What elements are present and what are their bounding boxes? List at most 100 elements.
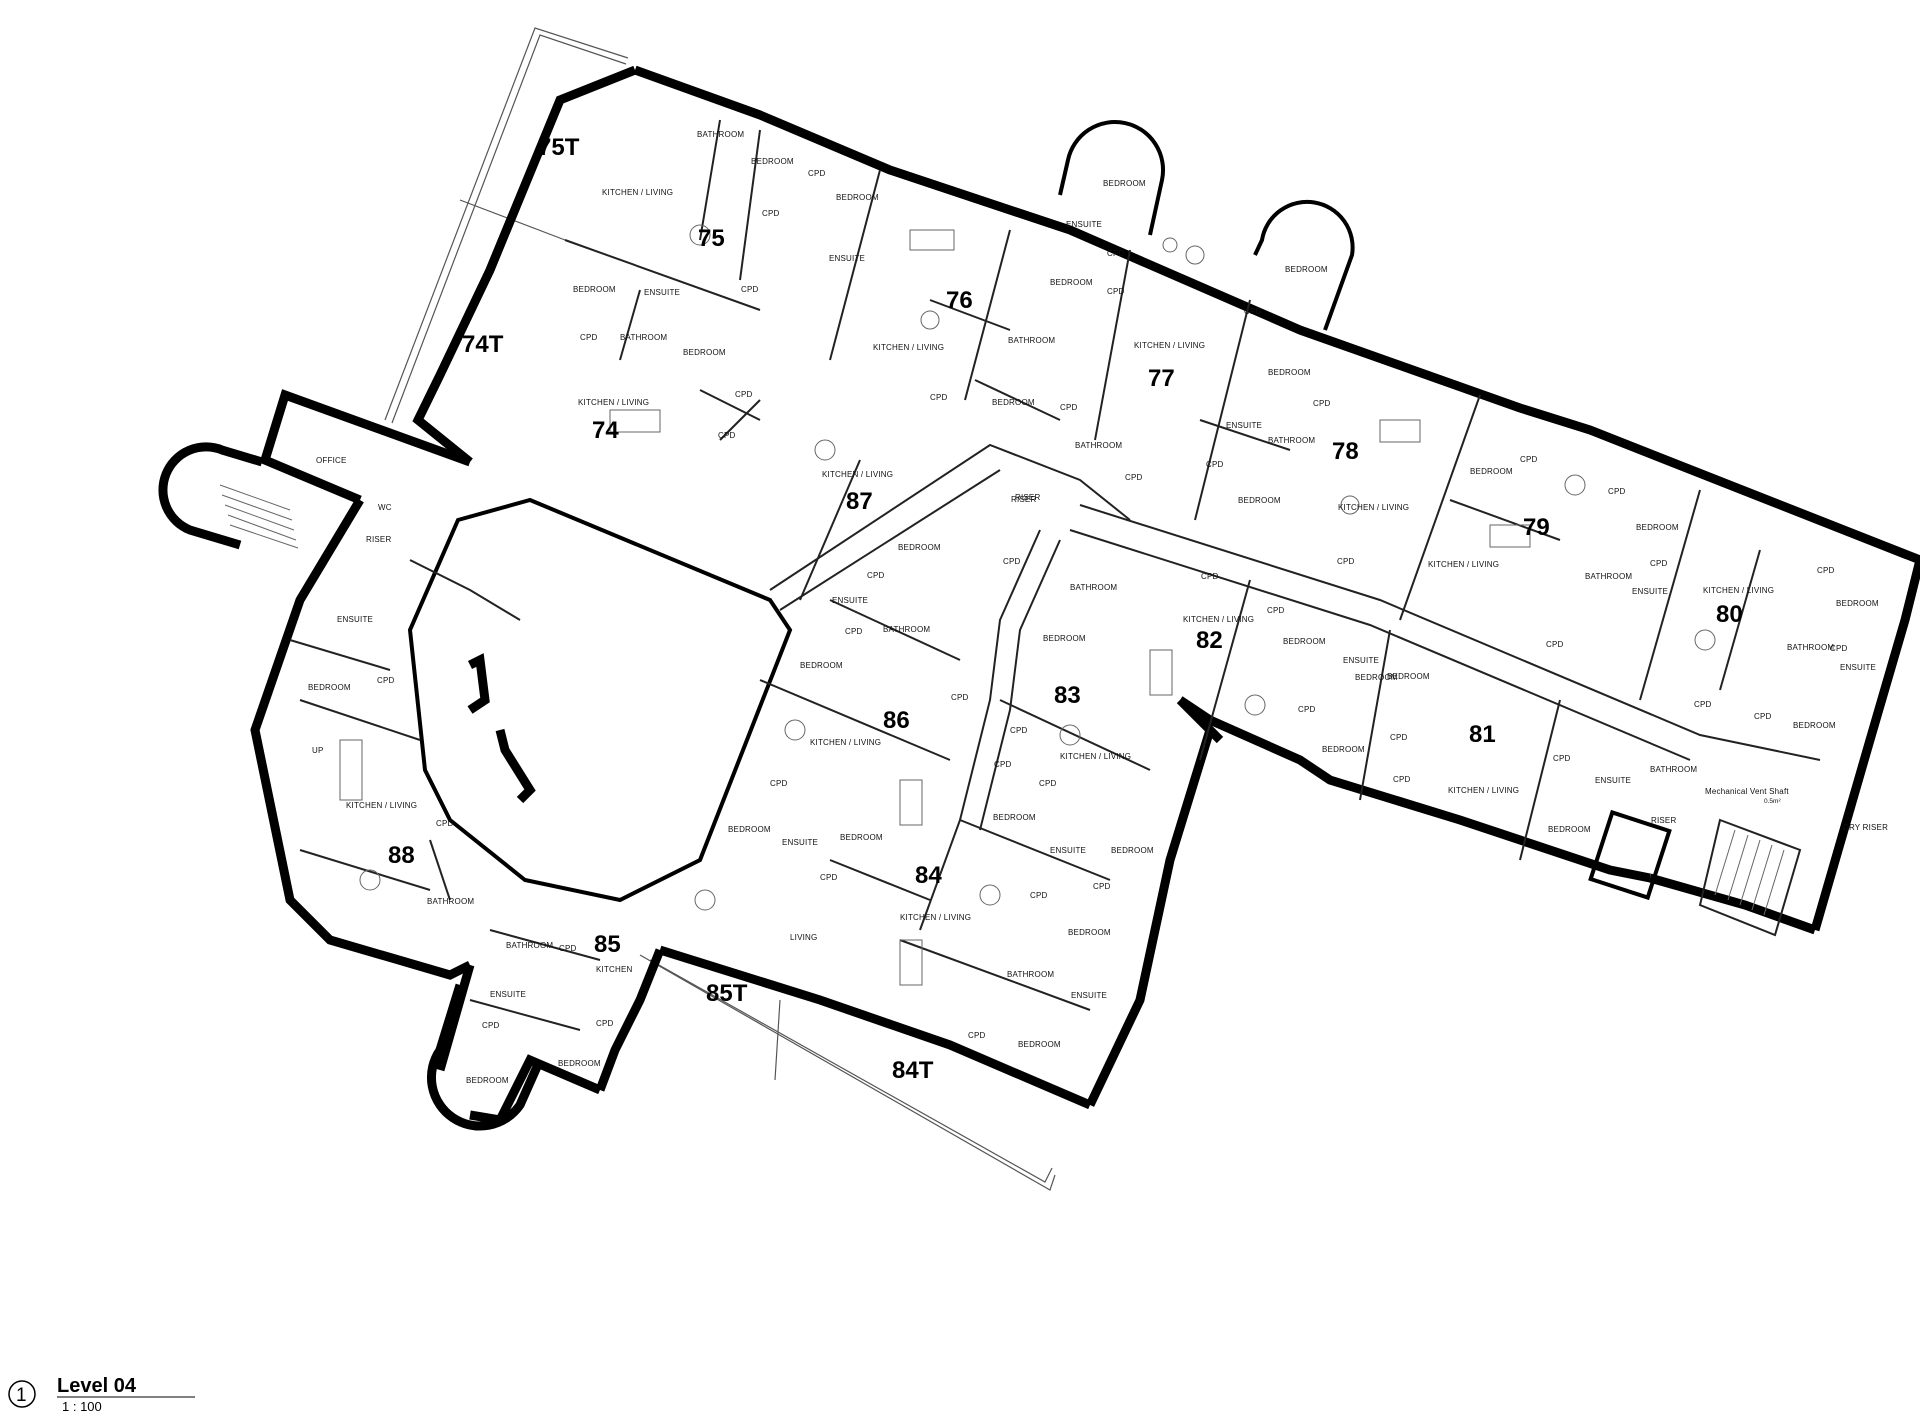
label-cpd: CPD xyxy=(482,1021,500,1030)
room-labels: BATHROOM BEDROOM BEDROOM CPD CPD ENSUITE… xyxy=(308,130,1888,1085)
label-bedroom: BEDROOM xyxy=(1322,745,1365,754)
label-bedroom: BEDROOM xyxy=(1050,278,1093,287)
label-cpd: CPD xyxy=(1267,606,1285,615)
unit-87: 87 xyxy=(846,488,873,515)
label-cpd: CPD xyxy=(596,1019,614,1028)
label-cpd: CPD xyxy=(770,779,788,788)
label-cpd: CPD xyxy=(1393,775,1411,784)
label-bedroom: BEDROOM xyxy=(751,157,794,166)
unit-85-round xyxy=(426,983,545,1131)
unit-80: 80 xyxy=(1716,601,1743,628)
label-cpd: CPD xyxy=(377,676,395,685)
label-cpd: CPD xyxy=(1201,572,1219,581)
label-cpd: CPD xyxy=(994,760,1012,769)
label-ensuite: ENSUITE xyxy=(1632,587,1668,596)
exterior-walls xyxy=(250,65,1920,1125)
label-cpd: CPD xyxy=(1754,712,1772,721)
label-ensuite: ENSUITE xyxy=(490,990,526,999)
unit-86: 86 xyxy=(883,707,910,734)
label-cpd: CPD xyxy=(1694,700,1712,709)
label-cpd: CPD xyxy=(1039,779,1057,788)
label-bedroom: BEDROOM xyxy=(1793,721,1836,730)
label-cpd: CPD xyxy=(580,333,598,342)
label-ensuite: ENSUITE xyxy=(1343,656,1379,665)
unit-74T: 74T xyxy=(462,331,504,358)
label-cpd: CPD xyxy=(1650,559,1668,568)
unit-82: 82 xyxy=(1196,627,1223,654)
label-ensuite: ENSUITE xyxy=(1066,220,1102,229)
label-cpd: CPD xyxy=(1546,640,1564,649)
label-cpd: CPD xyxy=(1093,882,1111,891)
label-ensuite: ENSUITE xyxy=(829,254,865,263)
unit-85T: 85T xyxy=(706,980,748,1007)
view-title: Level 04 xyxy=(57,1375,137,1397)
unit-81: 81 xyxy=(1469,721,1496,748)
label-bedroom: BEDROOM xyxy=(1043,634,1086,643)
unit-74: 74 xyxy=(592,417,619,444)
label-kitchen-living: KITCHEN / LIVING xyxy=(822,470,893,479)
view-number: 1 xyxy=(16,1385,27,1406)
unit-76: 76 xyxy=(946,287,973,314)
view-title-block: 1 Level 04 1 : 100 xyxy=(8,1375,195,1414)
label-bedroom: BEDROOM xyxy=(840,833,883,842)
label-cpd: CPD xyxy=(1206,460,1224,469)
label-cpd: CPD xyxy=(930,393,948,402)
label-cpd: CPD xyxy=(1553,754,1571,763)
label-ensuite: ENSUITE xyxy=(1050,846,1086,855)
label-bedroom: BEDROOM xyxy=(308,683,351,692)
label-bedroom: BEDROOM xyxy=(898,543,941,552)
label-cpd: CPD xyxy=(559,944,577,953)
label-bathroom: BATHROOM xyxy=(620,333,667,342)
label-bathroom: BATHROOM xyxy=(1008,336,1055,345)
label-bathroom: BATHROOM xyxy=(1268,436,1315,445)
unit-79: 79 xyxy=(1523,514,1550,541)
label-cpd: CPD xyxy=(1520,455,1538,464)
label-bathroom: BATHROOM xyxy=(1075,441,1122,450)
label-bedroom: BEDROOM xyxy=(836,193,879,202)
label-ensuite: ENSUITE xyxy=(1840,663,1876,672)
unit-75T: 75T xyxy=(538,134,580,161)
unit-84: 84 xyxy=(915,862,942,889)
label-cpd: CPD xyxy=(1313,399,1331,408)
label-kitchen-living: KITCHEN / LIVING xyxy=(578,398,649,407)
label-cpd: CPD xyxy=(735,390,753,399)
label-kitchen-living: KITCHEN / LIVING xyxy=(900,913,971,922)
label-cpd: CPD xyxy=(741,285,759,294)
label-bathroom: BATHROOM xyxy=(1650,765,1697,774)
label-bedroom: BEDROOM xyxy=(1285,265,1328,274)
west-stair xyxy=(158,442,299,550)
bay-windows xyxy=(1058,119,1355,331)
label-bedroom: BEDROOM xyxy=(1470,467,1513,476)
label-bedroom: BEDROOM xyxy=(1018,1040,1061,1049)
label-ensuite: ENSUITE xyxy=(1071,991,1107,1000)
label-office: OFFICE xyxy=(316,456,347,465)
label-riser: RISER xyxy=(1011,495,1036,504)
label-cpd: CPD xyxy=(1010,726,1028,735)
label-kitchen-living: KITCHEN / LIVING xyxy=(1703,586,1774,595)
label-kitchen-living: KITCHEN / LIVING xyxy=(1183,615,1254,624)
label-cpd: CPD xyxy=(820,873,838,882)
east-stair xyxy=(1588,809,1802,937)
label-cpd: CPD xyxy=(951,693,969,702)
interior-partitions xyxy=(289,119,1761,1031)
label-cpd: CPD xyxy=(1030,891,1048,900)
label-riser: RISER xyxy=(1015,493,1040,502)
label-cpd: CPD xyxy=(1298,705,1316,714)
unit-numbers: 74T 75T 75 74 76 77 78 79 80 87 82 83 86… xyxy=(388,134,1743,1084)
label-cpd: CPD xyxy=(968,1031,986,1040)
unit-83: 83 xyxy=(1054,682,1081,709)
view-number-circle xyxy=(8,1380,36,1408)
label-kitchen-living: KITCHEN / LIVING xyxy=(346,801,417,810)
unit-77: 77 xyxy=(1148,365,1175,392)
unit-85: 85 xyxy=(594,931,621,958)
label-cpd: CPD xyxy=(867,571,885,580)
label-vent-shaft: Mechanical Vent Shaft xyxy=(1705,787,1789,796)
label-bedroom: BEDROOM xyxy=(1238,496,1281,505)
label-dry-riser: DRY RISER xyxy=(1843,823,1888,832)
label-cpd: CPD xyxy=(1337,557,1355,566)
label-kitchen-living: KITCHEN / LIVING xyxy=(1338,503,1409,512)
label-bedroom: BEDROOM xyxy=(573,285,616,294)
label-cpd: CPD xyxy=(1125,473,1143,482)
label-bedroom: BEDROOM xyxy=(1068,928,1111,937)
label-bedroom: BEDROOM xyxy=(466,1076,509,1085)
